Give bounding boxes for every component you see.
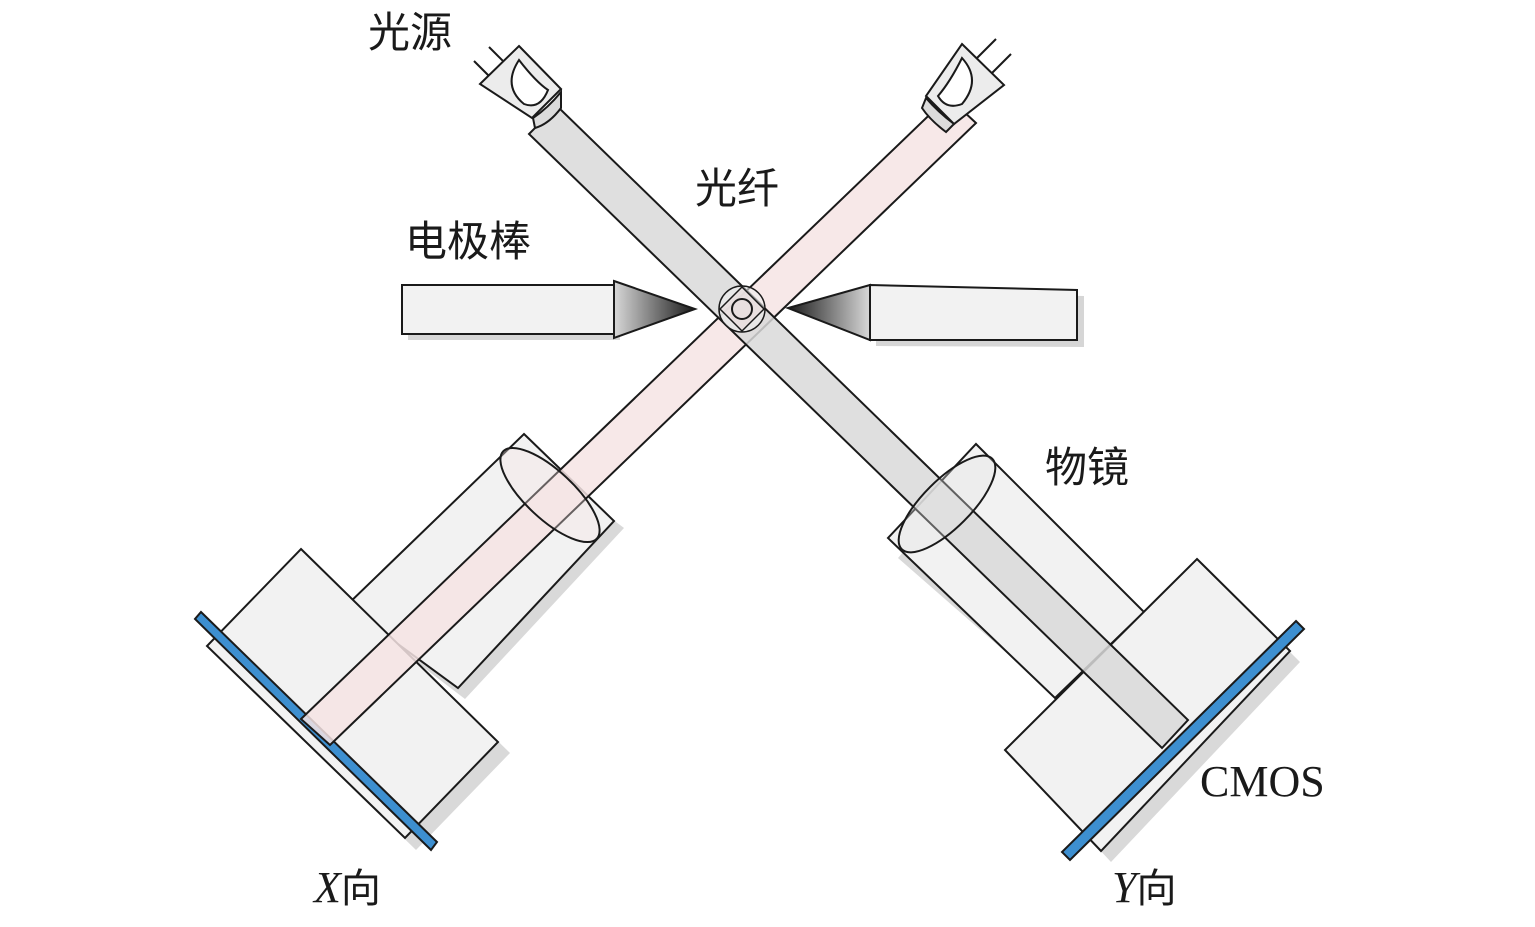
light-source-label: 光源 bbox=[368, 8, 453, 57]
x-direction-label: X向 bbox=[314, 866, 381, 910]
x-axis-letter: X bbox=[314, 863, 341, 912]
sample-particle bbox=[718, 285, 766, 333]
cmos-label: CMOS bbox=[1200, 757, 1325, 806]
electrode-label: 电极棒 bbox=[405, 217, 532, 266]
light-source-left bbox=[473, 44, 563, 130]
y-direction-suffix: 向 bbox=[1136, 866, 1177, 912]
y-objective-lens bbox=[897, 454, 997, 554]
x-objective-lens bbox=[499, 446, 601, 544]
objective-label: 物镜 bbox=[1045, 443, 1130, 492]
x-direction-suffix: 向 bbox=[340, 866, 381, 912]
electrode-left bbox=[401, 279, 699, 340]
electrode-right bbox=[784, 283, 1084, 347]
y-cmos-sensor bbox=[1060, 619, 1306, 862]
light-source-right bbox=[920, 38, 1012, 134]
fiber-label: 光纤 bbox=[695, 164, 780, 213]
y-axis-letter: Y bbox=[1112, 863, 1137, 912]
y-direction-label: Y向 bbox=[1112, 866, 1176, 910]
